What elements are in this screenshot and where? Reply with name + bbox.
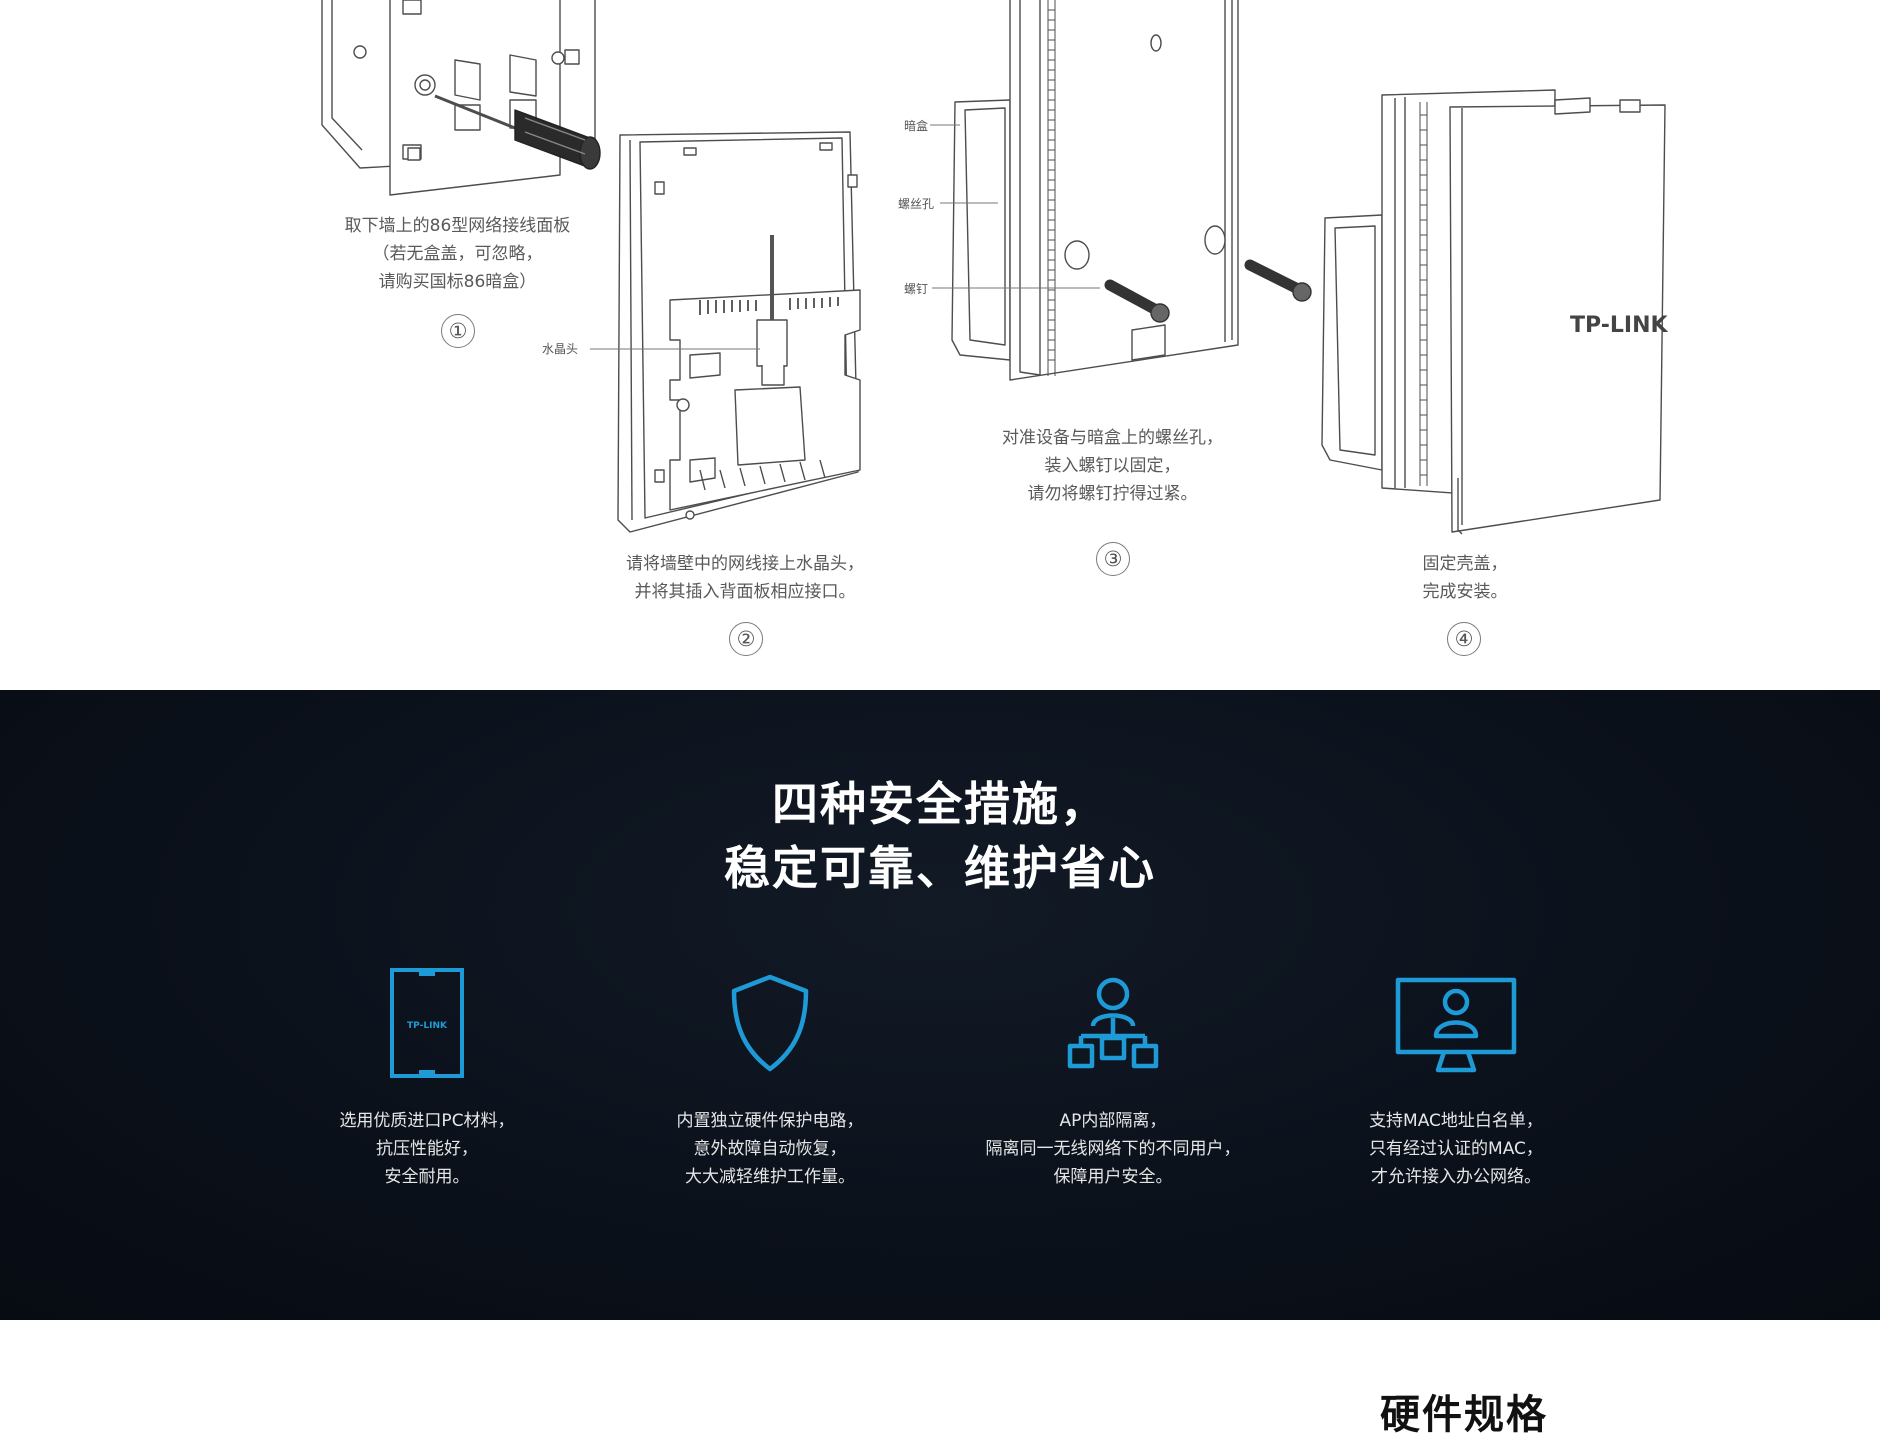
step2-callout-rj45: 水晶头 bbox=[542, 342, 579, 356]
step3-caption: 对准设备与暗盒上的螺丝孔， 装入螺钉以固定， 请勿将螺钉拧得过紧。 bbox=[1002, 428, 1223, 504]
step1-caption: 取下墙上的86型网络接线面板 （若无盒盖，可忽略， 请购买国标86暗盒） bbox=[344, 216, 571, 292]
device-panel-icon-logo: TP-LINK bbox=[407, 1021, 448, 1031]
step4-caption: 固定壳盖， 完成安装。 bbox=[1422, 554, 1508, 602]
step4-finished-device-drawing bbox=[1321, 89, 1666, 535]
step3-mount-drawing bbox=[930, 0, 1312, 381]
feature-text: 选用优质进口PC材料， 抗压性能好， 安全耐用。 bbox=[339, 1111, 515, 1187]
feature-text: 内置独立硬件保护电路， 意外故障自动恢复， 大大减轻维护工作量。 bbox=[676, 1111, 864, 1187]
step1-number: ① bbox=[441, 314, 475, 348]
security-features-section: 四种安全措施， 稳定可靠、维护省心 TP-LINK 选用优质进口PC材料， 抗压… bbox=[0, 690, 1880, 1320]
step2-back-panel-drawing bbox=[590, 131, 861, 533]
device-panel-icon: TP-LINK bbox=[390, 968, 464, 1078]
step3-callout-screw-hole: 螺丝孔 bbox=[898, 197, 935, 211]
installation-illustration: TP-LINK bbox=[321, 0, 1668, 535]
step1-wall-panel-drawing bbox=[321, 0, 601, 196]
step4-device-logo: TP-LINK bbox=[1570, 313, 1668, 338]
feature-text: AP内部隔离， 隔离同一无线网络下的不同用户， 保障用户安全。 bbox=[985, 1111, 1241, 1187]
step2-caption: 请将墙壁中的网线接上水晶头， 并将其插入背面板相应接口。 bbox=[626, 554, 864, 602]
hardware-specs-title: 硬件规格 bbox=[1380, 1392, 1548, 1438]
feature-text: 支持MAC地址白名单， 只有经过认证的MAC， 才允许接入办公网络。 bbox=[1369, 1111, 1543, 1187]
step3-callout-screw: 螺钉 bbox=[904, 282, 929, 296]
network-hierarchy-icon bbox=[1067, 977, 1159, 1069]
step3-number: ③ bbox=[1096, 542, 1130, 576]
monitor-user-icon bbox=[1395, 977, 1517, 1073]
step3-callout-backbox: 暗盒 bbox=[904, 119, 929, 133]
installation-steps-section: TP-LINK 取下墙上的86型网络接线面板 （若无盒盖，可忽略， 请购买国标8… bbox=[0, 0, 1880, 690]
step4-number: ④ bbox=[1447, 622, 1481, 656]
security-section-title: 四种安全措施， 稳定可靠、维护省心 bbox=[724, 777, 1156, 895]
step2-number: ② bbox=[729, 622, 763, 656]
shield-icon bbox=[731, 974, 809, 1072]
